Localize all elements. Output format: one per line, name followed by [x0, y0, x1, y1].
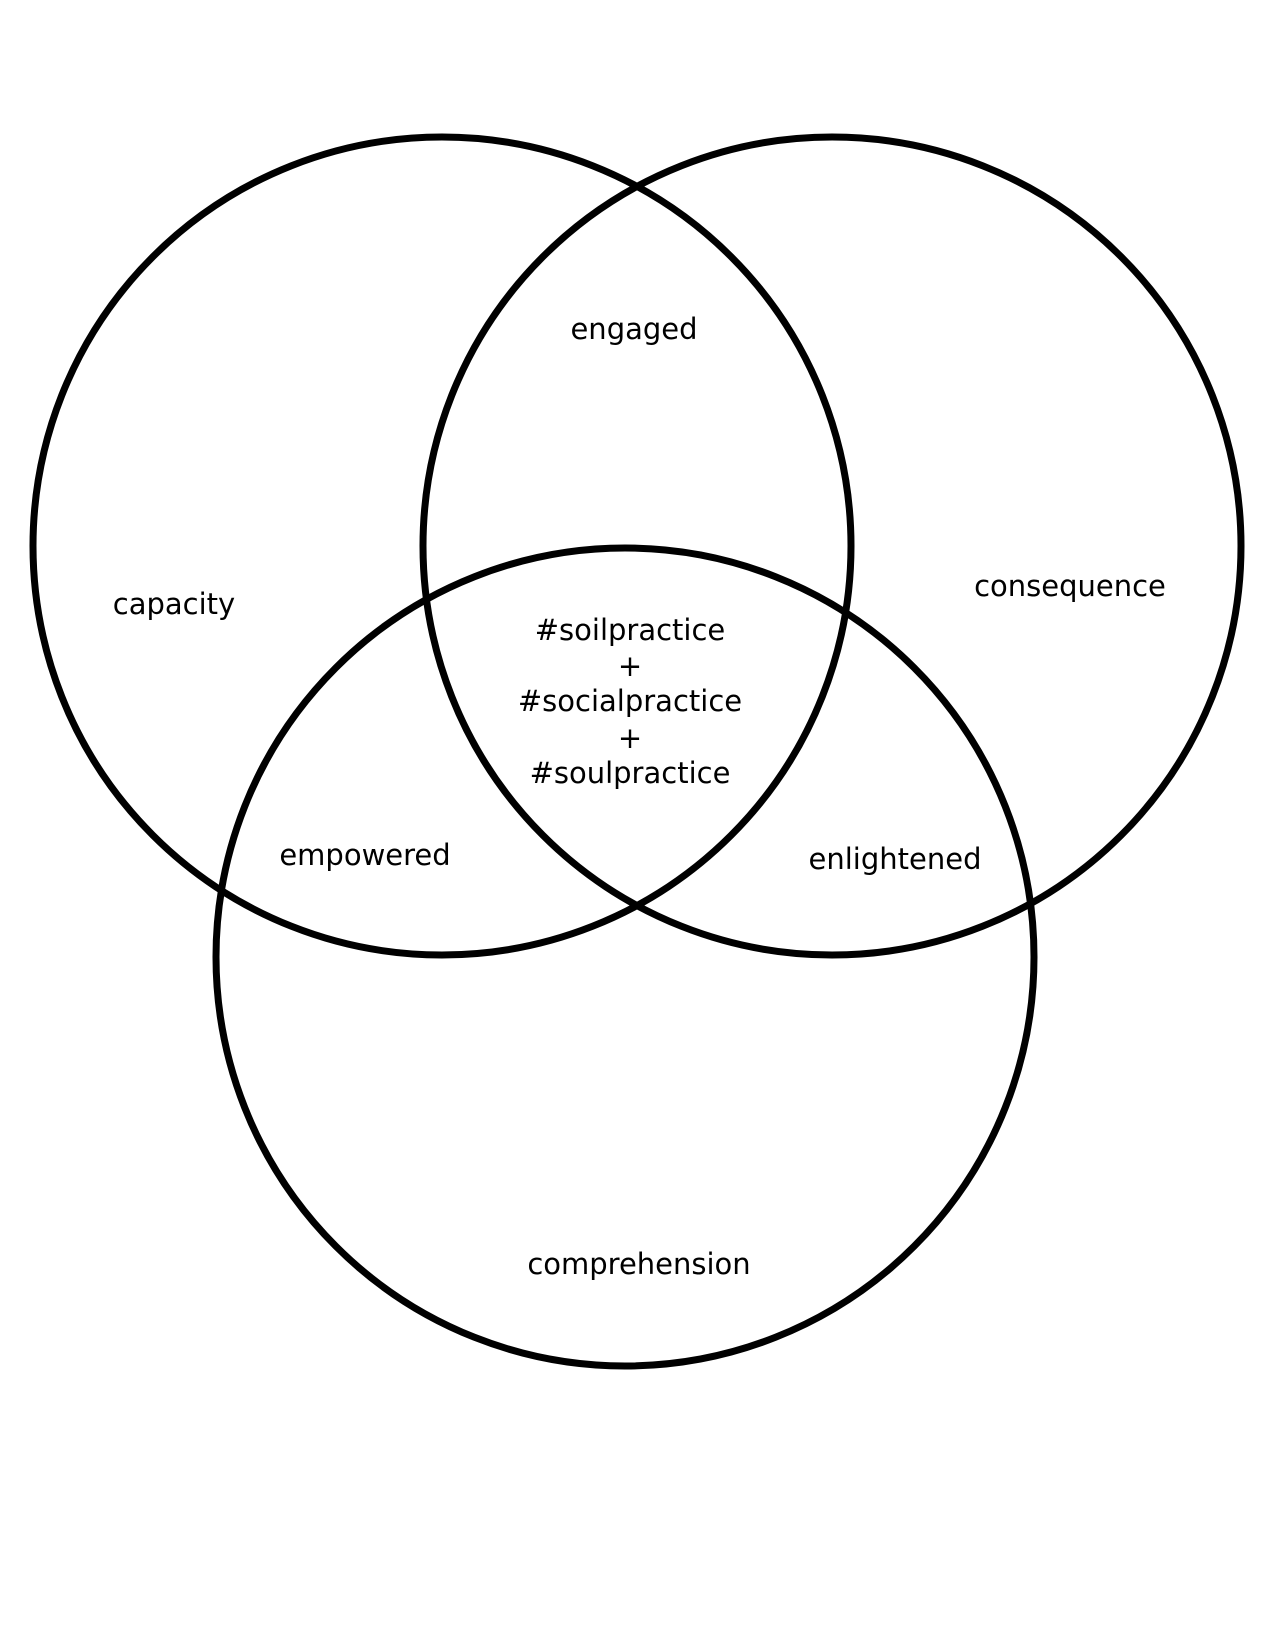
label-consequence: consequence	[974, 569, 1166, 603]
label-center-line-1: #soilpractice	[535, 613, 726, 647]
label-empowered: empowered	[279, 838, 450, 872]
label-center-line-5: #soulpractice	[530, 756, 731, 790]
circle-bottom	[212, 544, 1038, 1370]
label-capacity: capacity	[113, 587, 235, 621]
label-comprehension: comprehension	[527, 1247, 750, 1281]
label-center-line-3: #socialpractice	[518, 684, 742, 718]
label-engaged: engaged	[570, 312, 697, 346]
label-center-line-2: +	[618, 649, 642, 683]
circle-left	[29, 133, 855, 959]
label-center-line-4: +	[618, 721, 642, 755]
label-enlightened: enlightened	[809, 842, 982, 876]
circle-right	[419, 133, 1245, 959]
